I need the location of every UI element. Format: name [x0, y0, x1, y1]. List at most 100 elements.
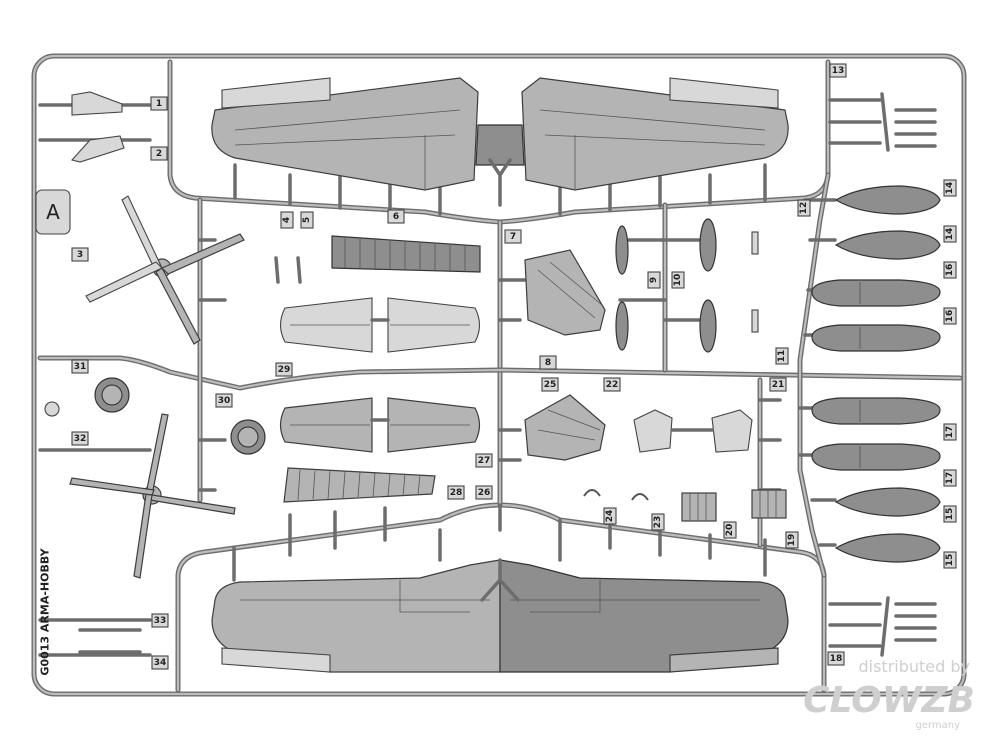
cowl-panel-25 [524, 394, 606, 461]
small-parts-11-12 [751, 231, 759, 333]
tailplane-lower [279, 397, 481, 453]
part-number-9: 9 [647, 271, 661, 289]
part-number-28: 28 [447, 485, 465, 500]
part-number-6: 6 [387, 209, 405, 224]
part-number-21: 21 [769, 377, 787, 392]
small-parts-23-24 [583, 489, 649, 501]
small-parts-4-5 [274, 256, 302, 284]
sprue-letter-tab: A [35, 189, 71, 235]
lower-wing-right [480, 558, 789, 673]
svg-text:29: 29 [278, 365, 291, 375]
part-number-3: 3 [71, 247, 89, 262]
svg-text:14: 14 [945, 182, 955, 195]
parts-33-34 [78, 628, 142, 654]
svg-text:A: A [46, 200, 60, 224]
part-number-14b: 14 [943, 225, 957, 243]
svg-text:27: 27 [478, 456, 491, 466]
svg-text:34: 34 [154, 658, 167, 668]
propeller-upper [85, 195, 245, 345]
part-number-27: 27 [475, 453, 493, 468]
propeller-lower [69, 413, 236, 579]
part-number-33: 33 [151, 613, 169, 628]
parts-1-2 [70, 91, 125, 163]
part-number-10: 10 [671, 271, 685, 289]
svg-text:distributed by: distributed by [858, 657, 970, 676]
svg-text:33: 33 [154, 616, 167, 626]
part-number-32: 32 [71, 431, 89, 446]
svg-text:21: 21 [772, 380, 785, 390]
svg-text:30: 30 [218, 396, 231, 406]
upper-wing-right [521, 77, 789, 191]
upper-wing-left [211, 77, 479, 191]
part-number-24: 24 [603, 507, 617, 525]
radiator-grille-27 [283, 467, 436, 503]
part-number-tags: 1 2 3 4 5 6 7 8 9 10 11 12 13 14 14 16 1… [71, 63, 957, 670]
svg-text:11: 11 [777, 350, 787, 363]
lower-wing-left [211, 559, 501, 673]
part-number-34: 34 [151, 655, 169, 670]
svg-text:15: 15 [945, 508, 955, 521]
part-number-25: 25 [541, 377, 559, 392]
part-number-30: 30 [215, 393, 233, 408]
part-number-2: 2 [150, 146, 168, 161]
tailplane-upper [279, 297, 481, 353]
part-number-8: 8 [539, 355, 557, 370]
part-number-29: 29 [275, 362, 293, 377]
svg-text:4: 4 [282, 217, 292, 223]
svg-text:23: 23 [653, 516, 663, 529]
part-number-11: 11 [775, 347, 789, 365]
svg-text:germany: germany [915, 720, 960, 731]
part-number-22: 22 [603, 377, 621, 392]
wheels [44, 377, 266, 455]
part-number-15a: 15 [943, 505, 957, 523]
part-number-14a: 14 [943, 179, 957, 197]
svg-text:7: 7 [510, 232, 516, 242]
svg-text:15: 15 [945, 554, 955, 567]
manufacturer-label: G0013 ARMA-HOBBY [39, 547, 52, 675]
distributor-watermark: distributed by CLOWZB germany [803, 657, 975, 731]
part-number-18: 18 [827, 651, 845, 666]
part-number-7: 7 [504, 229, 522, 244]
svg-text:32: 32 [74, 434, 87, 444]
part-number-16a: 16 [943, 261, 957, 279]
part-number-17a: 17 [943, 423, 957, 441]
svg-text:19: 19 [787, 534, 797, 547]
svg-text:G0013 ARMA-HOBBY: G0013 ARMA-HOBBY [39, 547, 52, 675]
part-number-23: 23 [651, 513, 665, 531]
part-number-19: 19 [785, 531, 799, 549]
svg-text:12: 12 [799, 202, 809, 215]
wing-center-piece [475, 124, 525, 207]
svg-text:3: 3 [77, 250, 83, 260]
svg-text:25: 25 [544, 380, 557, 390]
radiator-grille-6 [331, 235, 481, 273]
gear-doors-22 [633, 409, 753, 453]
part-number-13: 13 [829, 63, 847, 78]
part-number-31: 31 [71, 359, 89, 374]
svg-text:31: 31 [74, 362, 87, 372]
part-number-15b: 15 [943, 551, 957, 569]
drop-tanks [811, 185, 941, 563]
svg-text:24: 24 [605, 510, 615, 523]
svg-text:18: 18 [830, 654, 843, 664]
cowl-panel-8 [524, 249, 606, 336]
svg-text:22: 22 [606, 380, 619, 390]
part-number-26: 26 [475, 485, 493, 500]
svg-text:17: 17 [945, 472, 955, 485]
parts-13-18 [880, 92, 937, 657]
svg-text:17: 17 [945, 426, 955, 439]
svg-text:2: 2 [156, 149, 162, 159]
part-number-17b: 17 [943, 469, 957, 487]
svg-text:CLOWZB: CLOWZB [803, 680, 975, 721]
svg-text:10: 10 [673, 274, 683, 287]
svg-text:28: 28 [450, 488, 463, 498]
part-number-12: 12 [797, 199, 811, 217]
svg-text:9: 9 [649, 277, 659, 283]
svg-text:14: 14 [945, 228, 955, 241]
part-number-1: 1 [150, 96, 168, 111]
svg-text:20: 20 [725, 524, 735, 537]
bombs-9-10 [615, 218, 717, 353]
part-number-5: 5 [300, 211, 314, 229]
part-number-20: 20 [723, 521, 737, 539]
